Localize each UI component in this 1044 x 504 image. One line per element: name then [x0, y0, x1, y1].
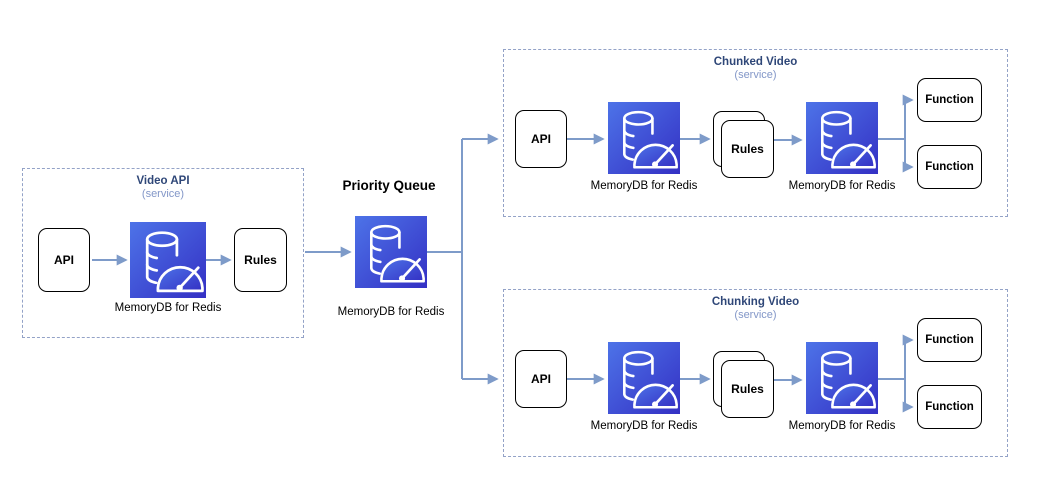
- group-chunking-video: Chunking Video (service): [503, 289, 1008, 457]
- chunking-memorydb2-label: MemoryDB for Redis: [788, 420, 896, 432]
- video-api-memorydb-icon: [130, 222, 206, 298]
- chunked-api-node: API: [515, 110, 567, 168]
- chunked-memorydb1-icon: [608, 102, 680, 174]
- memorydb-icon-svg: [608, 342, 680, 414]
- group-chunked-video: Chunked Video (service): [503, 49, 1008, 217]
- group-video-api-title: Video API: [136, 175, 190, 187]
- chunking-memorydb2-icon: [806, 342, 878, 414]
- chunked-function2-node: Function: [917, 145, 982, 189]
- chunking-api-node: API: [515, 350, 567, 408]
- memorydb-icon-svg: [806, 102, 878, 174]
- chunked-rules-node: Rules: [721, 120, 774, 178]
- group-video-api-subtitle: (service): [141, 188, 185, 200]
- memorydb-icon-svg: [806, 342, 878, 414]
- chunking-function2-node: Function: [917, 385, 982, 429]
- priority-queue-title: Priority Queue: [342, 178, 436, 193]
- chunking-memorydb1-label: MemoryDB for Redis: [590, 420, 698, 432]
- group-chunking-video-title: Chunking Video: [711, 296, 800, 308]
- memorydb-icon-svg: [608, 102, 680, 174]
- chunking-memorydb1-icon: [608, 342, 680, 414]
- group-chunked-video-title: Chunked Video: [713, 56, 798, 68]
- chunked-memorydb2-label: MemoryDB for Redis: [788, 180, 896, 192]
- connector-priorityqueue-split: [427, 139, 463, 379]
- priority-queue-memorydb-label: MemoryDB for Redis: [337, 306, 445, 318]
- group-chunking-video-subtitle: (service): [734, 309, 777, 321]
- chunking-function1-node: Function: [917, 318, 982, 362]
- memorydb-icon-svg: [130, 222, 206, 298]
- video-api-api-node: API: [38, 228, 90, 292]
- video-api-memorydb-label: MemoryDB for Redis: [114, 302, 222, 314]
- chunked-function1-node: Function: [917, 78, 982, 122]
- video-api-rules-node: Rules: [234, 228, 287, 292]
- group-video-api: Video API (service): [22, 168, 304, 338]
- chunking-rules-node: Rules: [721, 360, 774, 418]
- chunked-memorydb2-icon: [806, 102, 878, 174]
- group-chunked-video-subtitle: (service): [734, 69, 777, 81]
- memorydb-icon-svg: [355, 216, 427, 288]
- chunked-memorydb1-label: MemoryDB for Redis: [590, 180, 698, 192]
- priority-queue-memorydb-icon: [355, 216, 427, 288]
